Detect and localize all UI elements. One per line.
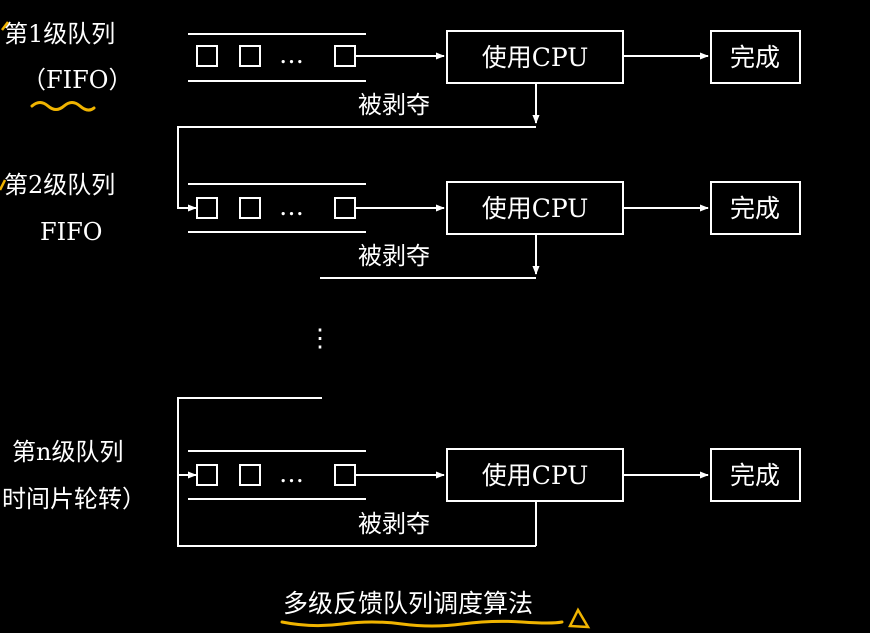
queue-2-slot: [239, 197, 261, 219]
vertical-ellipsis: ⋮: [308, 323, 333, 352]
queue-1-done-label: 完成: [730, 43, 780, 72]
queue-2-done-box: [710, 181, 801, 235]
queue-1-annotation-underline: [30, 101, 96, 112]
queue-n-slot: [196, 464, 218, 486]
queue-1-ellipsis: …: [279, 40, 304, 69]
queue-n-slot: [334, 464, 356, 486]
diagram-caption: 多级反馈队列调度算法: [283, 589, 533, 618]
queue-1-slot: [334, 45, 356, 67]
queue-n-cpu-label: 使用CPU: [482, 461, 589, 490]
queue-n-preempt-label: 被剥夺: [358, 510, 430, 538]
queue-n-done-box: [710, 448, 801, 502]
queue-1-slot: [196, 45, 218, 67]
queue-2-policy: FIFO: [40, 218, 102, 246]
queue-2-slot: [196, 197, 218, 219]
queue-level-n: 第n级队列 时间片轮转） … 使用CPU 完成 被剥夺: [2, 438, 801, 547]
queue-2-annotation-mark: [0, 179, 7, 191]
queue-2-slot: [334, 197, 356, 219]
queue-1-name: 第1级队列: [4, 20, 115, 48]
caption-triangle-mark: [568, 607, 591, 629]
queue-1-preempt-label: 被剥夺: [358, 91, 430, 119]
queue-2-name: 第2级队列: [4, 171, 115, 199]
queue-1-cpu-label: 使用CPU: [482, 43, 589, 72]
queue-n-done-label: 完成: [730, 461, 780, 490]
queue-n-name: 第n级队列: [12, 438, 123, 466]
queue-2-done-label: 完成: [730, 194, 780, 223]
queue-2-preempt-label: 被剥夺: [358, 242, 430, 270]
queue-2-cpu-label: 使用CPU: [482, 194, 589, 223]
feedback-path-1-to-2: [177, 126, 536, 212]
queue-n-round-robin-feedback: [177, 475, 536, 547]
queue-1-annotation-mark: [1, 21, 9, 31]
queue-n-slot: [239, 464, 261, 486]
queue-n-policy: 时间片轮转）: [2, 485, 146, 513]
queue-2-ellipsis: …: [279, 192, 304, 221]
queue-1-slot: [239, 45, 261, 67]
feedback-path-into-n: [177, 397, 322, 479]
queue-1-done-box: [710, 30, 801, 84]
queue-level-1: 第1级队列 （FIFO） … 使用CPU 完成 被剥夺: [1, 20, 801, 124]
queue-level-2: 第2级队列 FIFO … 使用CPU 完成 被剥夺: [0, 171, 801, 279]
queue-1-policy: （FIFO）: [22, 66, 132, 94]
queue-n-ellipsis: …: [279, 459, 304, 488]
caption-underline: [280, 619, 564, 628]
